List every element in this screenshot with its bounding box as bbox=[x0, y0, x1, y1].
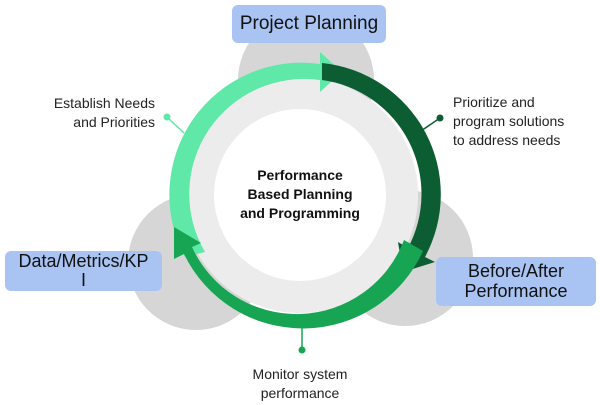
arrow-establish-needs bbox=[169, 52, 342, 257]
connector-dot-bottom bbox=[298, 346, 306, 354]
center-title: Performance Based Planning and Programmi… bbox=[240, 167, 360, 221]
data-metrics-kpi-box: Data/Metrics/KP I bbox=[5, 251, 162, 291]
label-prioritize: Prioritize and program solutions to addr… bbox=[453, 94, 565, 148]
connector-top-right bbox=[417, 117, 441, 134]
before-after-performance-box: Before/After Performance bbox=[436, 257, 596, 306]
arrow-monitor bbox=[174, 227, 423, 329]
inner-disk bbox=[214, 109, 386, 281]
connector-dot-top-left bbox=[163, 113, 171, 121]
arrow-prioritize bbox=[322, 63, 441, 272]
project-planning-box: Project Planning bbox=[232, 5, 386, 43]
connector-top-left bbox=[166, 116, 185, 134]
connector-dot-top-right bbox=[436, 114, 444, 122]
label-monitor: Monitor system performance bbox=[252, 366, 348, 401]
label-establish-needs: Establish Needs and Priorities bbox=[53, 95, 155, 130]
